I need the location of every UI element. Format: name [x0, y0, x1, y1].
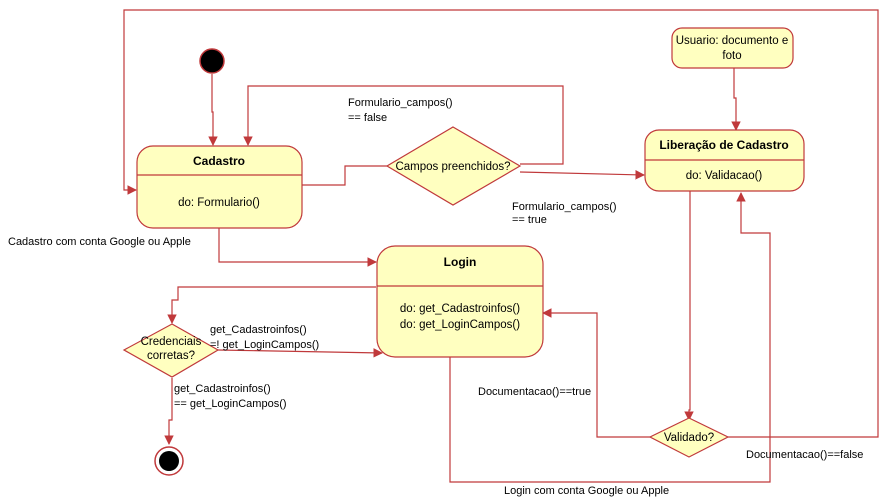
edge-usuario-to-liberacao: [731, 68, 741, 131]
usuario-line-1: Usuario: documento e: [676, 35, 789, 47]
login-action-1: do: get_Cadastroinfos(): [400, 303, 520, 315]
edge-credenciais-eq-to-final: [164, 378, 174, 445]
cadastro-title: Cadastro: [193, 154, 245, 168]
liberacao-title: Liberação de Cadastro: [659, 138, 788, 152]
label-cred-neq-2: =! get_LoginCampos(): [210, 339, 319, 351]
login-title: Login: [444, 255, 477, 269]
edge-login-to-credenciais: [167, 286, 376, 324]
decision-validado: Validado?: [648, 417, 730, 458]
edge-cadastro-google-to-login: [218, 228, 377, 267]
edge-campos-false-to-cadastro: [243, 85, 564, 165]
edge-cadastro-to-campos: [302, 165, 387, 186]
decision-credenciais: Credenciais corretas?: [122, 323, 220, 378]
decision-campos: Campos preenchidos?: [385, 126, 522, 206]
label-form-true-2: == true: [512, 214, 547, 226]
usuario-line-2: foto: [722, 50, 741, 62]
label-google-cadastro: Cadastro com conta Google ou Apple: [8, 236, 191, 248]
state-cadastro: Cadastro do: Formulario(): [136, 145, 303, 229]
label-form-true-1: Formulario_campos(): [512, 201, 617, 213]
login-action-2: do: get_LoginCampos(): [400, 319, 520, 331]
label-cred-eq-1: get_Cadastroinfos(): [174, 383, 271, 395]
cadastro-action: do: Formulario(): [178, 197, 260, 209]
validado-label: Validado?: [664, 432, 714, 444]
label-cred-eq-2: == get_LoginCampos(): [174, 398, 287, 410]
state-login: Login do: get_Cadastroinfos() do: get_Lo…: [376, 245, 544, 358]
credenciais-label-2: corretas?: [147, 350, 195, 362]
edge-validado-false-to-cadastro: [123, 9, 879, 438]
edge-campos-true-to-liberacao: [519, 169, 645, 180]
initial-node: [199, 48, 225, 74]
edge-validado-true-to-login: [542, 308, 650, 438]
edge-initial-to-cadastro: [208, 74, 218, 146]
liberacao-action: do: Validacao(): [686, 170, 763, 182]
label-form-false-2: == false: [348, 112, 387, 124]
edge-login-google-to-liberacao: [449, 192, 771, 483]
edge-liberacao-to-validado: [684, 191, 694, 421]
final-node: [154, 446, 184, 476]
usuario-node: Usuario: documento e foto: [671, 27, 794, 69]
label-google-login: Login com conta Google ou Apple: [504, 485, 669, 497]
label-cred-neq-1: get_Cadastroinfos(): [210, 324, 307, 336]
label-doc-false: Documentacao()==false: [746, 449, 863, 461]
label-doc-true: Documentacao()==true: [478, 386, 591, 398]
credenciais-label-1: Credenciais: [141, 336, 202, 348]
campos-label: Campos preenchidos?: [395, 161, 510, 173]
edge-credenciais-neq-to-login: [217, 348, 383, 358]
state-liberacao: Liberação de Cadastro do: Validacao(): [644, 129, 805, 192]
label-form-false-1: Formulario_campos(): [348, 97, 453, 109]
